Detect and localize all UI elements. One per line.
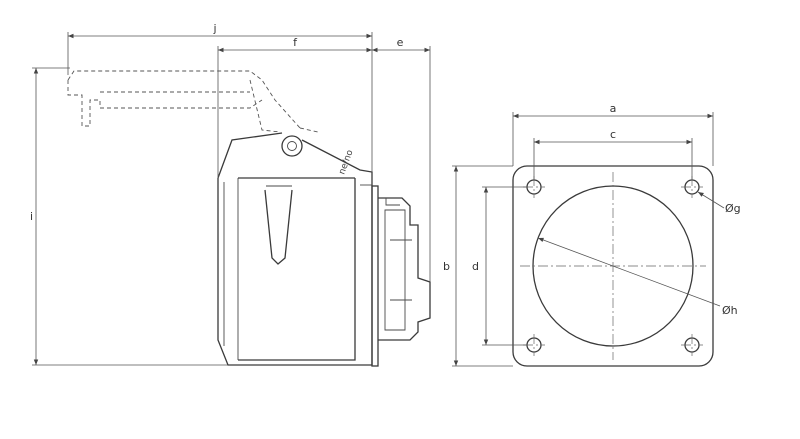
part-marking: ne/no — [337, 148, 355, 176]
dim-label-g: Øg — [725, 202, 741, 215]
dimension-b: b — [443, 165, 513, 367]
dim-label-h: Øh — [722, 304, 738, 317]
dimension-c: c — [533, 128, 693, 180]
dimension-e: e — [372, 36, 431, 282]
dimension-g: Øg — [697, 191, 741, 215]
rear-flange — [371, 185, 431, 367]
side-view: ne/no j f e i — [30, 22, 431, 367]
dim-label-d: d — [472, 260, 479, 273]
hinge — [281, 135, 303, 157]
dimension-f: f — [217, 36, 372, 178]
dimension-i: i — [30, 67, 228, 366]
dim-label-a: a — [610, 102, 617, 115]
dim-label-f: f — [293, 36, 298, 49]
dim-label-j: j — [212, 22, 216, 35]
dim-label-c: c — [610, 128, 616, 141]
dimension-j: j — [67, 22, 373, 172]
flange-plate — [512, 165, 714, 367]
dimension-a: a — [512, 102, 714, 166]
lid-outline — [67, 70, 319, 133]
dimension-h: Øh — [537, 237, 738, 317]
dim-label-i: i — [30, 210, 33, 223]
front-view: a c b d Øg Øh — [443, 102, 741, 367]
dim-label-e: e — [397, 36, 404, 49]
dimension-d: d — [472, 186, 527, 346]
dim-label-b: b — [443, 260, 450, 273]
